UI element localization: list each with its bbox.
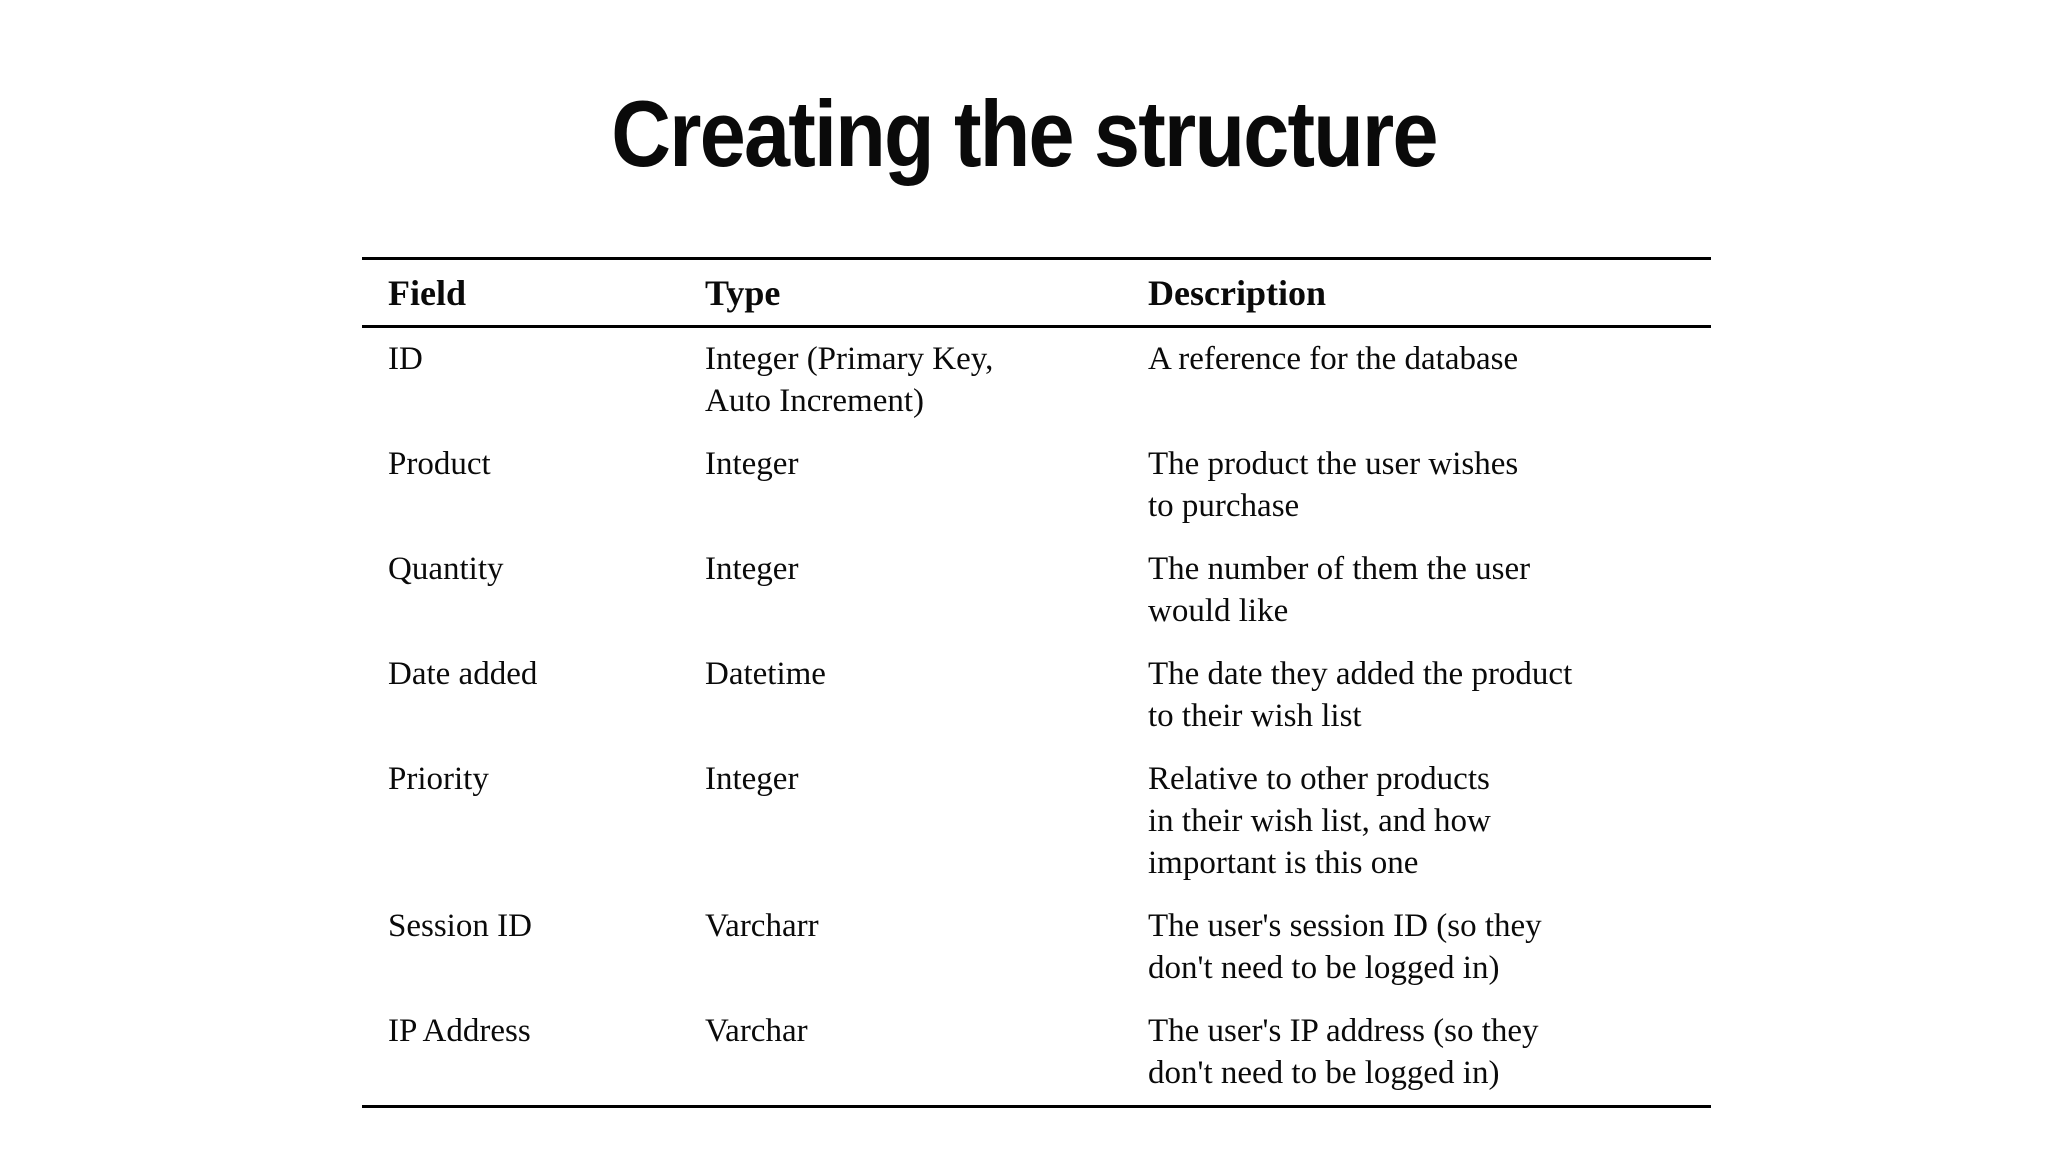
field-cell: Date added [388, 656, 538, 692]
description-cell: A reference for the database [1148, 341, 1519, 377]
description-cell: The user's IP address (so they don't nee… [1148, 1000, 1711, 1108]
field-cell: Quantity [388, 551, 504, 587]
table-row: Product Integer The product the user wis… [362, 433, 1711, 538]
field-cell: ID [388, 341, 423, 377]
type-cell: Integer [705, 446, 799, 482]
type-cell: Varchar [705, 1000, 1148, 1108]
structure-table: Field Type Description ID Integer (Prima… [362, 257, 1711, 1108]
column-header-description: Description [1148, 257, 1711, 328]
type-cell: Integer [705, 551, 799, 587]
slide-title: Creating the structure [611, 81, 1438, 186]
column-header-type: Type [705, 257, 1148, 328]
description-cell: Relative to other products in their wish… [1148, 761, 1491, 881]
table-body: ID Integer (Primary Key, Auto Increment)… [362, 327, 1711, 1108]
field-cell: Priority [388, 761, 489, 797]
column-header-field: Field [362, 257, 705, 328]
description-cell: The date they added the product to their… [1148, 656, 1573, 734]
table-row: Priority Integer Relative to other produ… [362, 748, 1711, 895]
field-cell: Product [388, 446, 491, 482]
field-cell: IP Address [362, 1000, 705, 1108]
table-header-row: Field Type Description [362, 257, 1711, 328]
type-cell: Integer (Primary Key, Auto Increment) [705, 341, 994, 419]
table-row: ID Integer (Primary Key, Auto Increment)… [362, 327, 1711, 434]
table-row: Date added Datetime The date they added … [362, 643, 1711, 748]
table-row: IP Address Varchar The user's IP address… [362, 1000, 1711, 1108]
type-cell: Varcharr [705, 908, 819, 944]
description-cell: The user's session ID (so they don't nee… [1148, 908, 1542, 986]
table-header: Field Type Description [362, 257, 1711, 328]
table-row: Quantity Integer The number of them the … [362, 538, 1711, 643]
table-row: Session ID Varcharr The user's session I… [362, 895, 1711, 1000]
type-cell: Integer [705, 761, 799, 797]
field-cell: Session ID [388, 908, 532, 944]
type-cell: Datetime [705, 656, 826, 692]
description-cell: The product the user wishes to purchase [1148, 446, 1519, 524]
description-cell: The number of them the user would like [1148, 551, 1531, 629]
